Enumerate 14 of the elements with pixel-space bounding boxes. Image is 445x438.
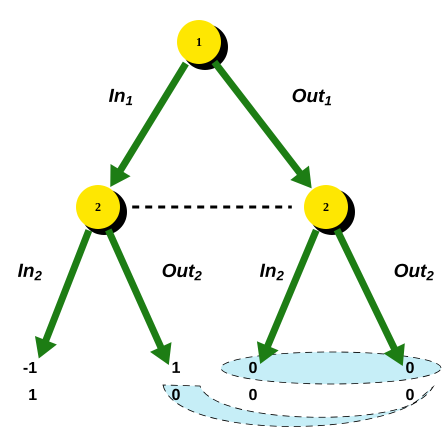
edge-label: In$_{2}$ <box>260 264 284 280</box>
dashed-line <box>132 206 292 208</box>
payoff-label: -1 1 <box>24 362 37 400</box>
edge-label: In$_{2}$ <box>18 264 42 280</box>
payoff-label: 0 0 <box>249 362 257 400</box>
decision-node: 2 <box>304 185 355 235</box>
payoff-label: 1 0 <box>172 362 180 400</box>
edge-label: Out$_{2}$ <box>162 264 202 280</box>
decision-node: 1 <box>177 20 228 70</box>
edge-label: In$_{1}$ <box>108 88 132 106</box>
payoff-label: 0 0 <box>406 362 414 400</box>
edge-label: Out$_{2}$ <box>394 264 434 280</box>
decision-node: 2 <box>76 185 127 235</box>
edge-label: Out$_{1}$ <box>292 88 332 106</box>
